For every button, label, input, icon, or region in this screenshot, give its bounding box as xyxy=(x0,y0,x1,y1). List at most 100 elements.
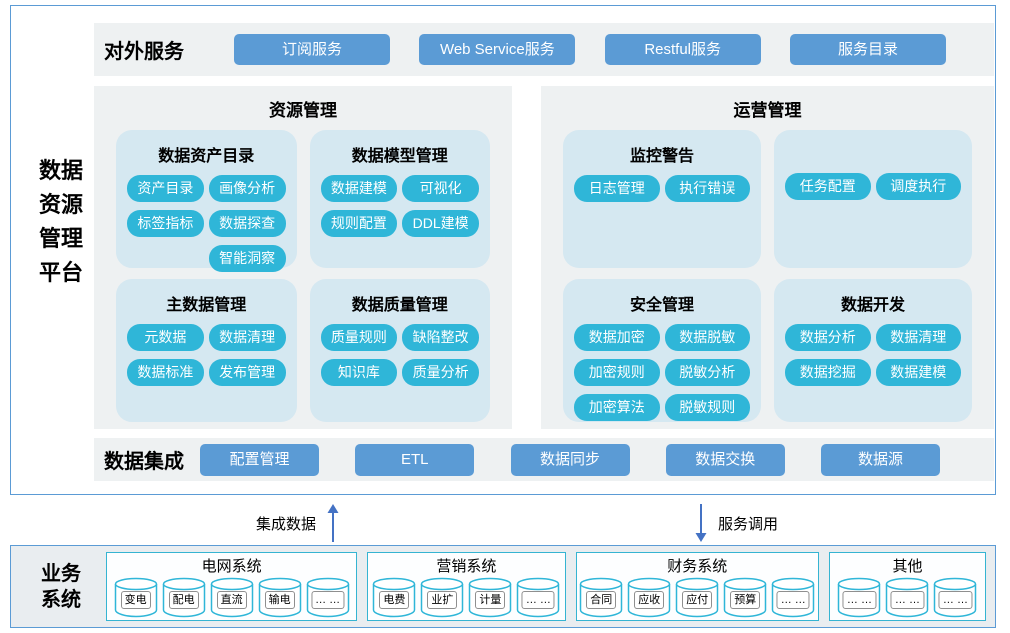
database-label: 应收 xyxy=(634,591,665,609)
flow-service-call: 服务调用 xyxy=(694,503,778,543)
platform-title-line: 平台 xyxy=(38,260,83,285)
box-title xyxy=(782,142,964,164)
box-title: 数据模型管理 xyxy=(351,148,448,165)
main-panels-row: 资源管理 数据资产目录 资产目录 画像分析 标签指标 数据探查 智能洞察 xyxy=(94,86,994,429)
business-label-line: 系统 xyxy=(41,588,81,611)
flow-integrate-data: 集成数据 xyxy=(256,503,340,543)
panel-resource-mgmt: 资源管理 数据资产目录 资产目录 画像分析 标签指标 数据探查 智能洞察 xyxy=(94,86,512,429)
data-integration-label: 数据集成 xyxy=(104,451,184,473)
module-box-monitor-alert: 监控警告 日志管理 执行错误 xyxy=(563,130,761,268)
platform-title-line: 数据 xyxy=(38,158,83,183)
integrate-data-label: 集成数据 xyxy=(256,515,317,533)
system-box-marketing: 营销系统 电费 业扩 计量 … … xyxy=(367,552,566,621)
chip-masking-rules: 脱敏规则 xyxy=(664,394,750,421)
database-label: 直流 xyxy=(216,591,247,609)
database-label: … … xyxy=(890,591,924,609)
box-title: 安全管理 xyxy=(629,297,694,314)
database-cylinder: … … xyxy=(933,577,977,618)
chip-task-config: 任务配置 xyxy=(785,173,871,200)
system-box-power-grid: 电网系统 变电 配电 直流 输电 xyxy=(106,552,358,621)
box-title: 数据资产目录 xyxy=(158,148,255,165)
chip-grid: 数据建模 可视化 规则配置 DDL建模 xyxy=(318,175,483,237)
chip-smart-insight: 智能洞察 xyxy=(208,245,286,272)
chip-masking-analysis: 脱敏分析 xyxy=(664,359,750,386)
database-cylinder: … … xyxy=(837,577,881,618)
database-label: 合同 xyxy=(586,591,617,609)
chip-encryption-rules: 加密规则 xyxy=(574,359,660,386)
database-label: … … xyxy=(776,591,810,609)
chip-encryption-algorithms: 加密算法 xyxy=(574,394,660,421)
chip-data-cleaning: 数据清理 xyxy=(208,324,286,351)
integration-button-etl: ETL xyxy=(355,443,475,476)
chip-grid: 质量规则 缺陷整改 知识库 质量分析 xyxy=(318,324,483,386)
module-box-data-development: 数据开发 数据分析 数据清理 数据挖掘 数据建模 xyxy=(774,279,972,422)
database-cylinder: 应付 xyxy=(675,577,719,618)
chip-visualization: 可视化 xyxy=(402,175,479,202)
module-box-data-asset-catalog: 数据资产目录 资产目录 画像分析 标签指标 数据探查 智能洞察 xyxy=(116,130,297,272)
panel-title-operation-mgmt: 运营管理 xyxy=(733,101,802,120)
database-label: 应付 xyxy=(682,591,713,609)
external-services-band: 对外服务 订阅服务 Web Service服务 Restful服务 服务目录 xyxy=(94,23,994,76)
system-box-other: 其他 … … … … … … xyxy=(828,552,986,621)
database-cylinder: 应收 xyxy=(627,577,671,618)
box-title: 主数据管理 xyxy=(166,297,247,314)
chip-data-exploration: 数据探查 xyxy=(208,210,286,237)
cylinder-row: 变电 配电 直流 输电 … … xyxy=(114,577,350,618)
platform-title-line: 管理 xyxy=(38,226,83,251)
chip-defect-fix: 缺陷整改 xyxy=(402,324,479,351)
business-systems-label: 业务 系统 xyxy=(29,561,93,613)
database-cylinder: 业扩 xyxy=(420,577,464,618)
database-cylinder: 输电 xyxy=(258,577,302,618)
database-label: 配电 xyxy=(168,591,199,609)
platform-content: 对外服务 订阅服务 Web Service服务 Restful服务 服务目录 资… xyxy=(94,23,994,481)
database-cylinder: 直流 xyxy=(210,577,254,618)
module-box-task-scheduling: 任务配置 调度执行 xyxy=(774,130,972,268)
chip-grid: 数据加密 数据脱敏 加密规则 脱敏分析 加密算法 脱敏规则 xyxy=(571,324,753,421)
box-title: 数据开发 xyxy=(840,297,905,314)
chip-grid: 数据分析 数据清理 数据挖掘 数据建模 xyxy=(782,324,964,386)
database-label: 业扩 xyxy=(427,591,458,609)
database-label: 预算 xyxy=(730,591,761,609)
chip-data-standard: 数据标准 xyxy=(127,359,204,386)
chip-ddl-modeling: DDL建模 xyxy=(402,210,479,237)
chip-execution-errors: 执行错误 xyxy=(664,175,750,202)
database-label: … … xyxy=(311,591,345,609)
chip-data-masking: 数据脱敏 xyxy=(664,324,750,351)
chip-rule-config: 规则配置 xyxy=(320,210,398,237)
integration-button-config-mgmt: 配置管理 xyxy=(200,443,319,476)
panel-title-resource-mgmt: 资源管理 xyxy=(269,101,337,120)
chip-data-encryption: 数据加密 xyxy=(574,324,660,351)
platform-title-line: 资源 xyxy=(38,192,83,217)
database-cylinder: 预算 xyxy=(723,577,767,618)
arrow-down-icon xyxy=(695,504,707,542)
chip-data-mining: 数据挖掘 xyxy=(785,359,871,386)
service-button-restful: Restful服务 xyxy=(604,34,761,65)
chip-quality-analysis: 质量分析 xyxy=(402,359,479,386)
data-integration-buttons: 配置管理 ETL 数据同步 数据交换 数据源 xyxy=(200,443,982,476)
chip-asset-catalog: 资产目录 xyxy=(127,175,204,202)
chip-data-cleaning: 数据清理 xyxy=(875,324,961,351)
integration-button-data-sync: 数据同步 xyxy=(510,443,630,476)
module-box-data-quality-mgmt: 数据质量管理 质量规则 缺陷整改 知识库 质量分析 xyxy=(309,279,490,422)
arrow-up-icon xyxy=(327,504,339,542)
database-cylinder: … … xyxy=(516,577,560,618)
external-services-buttons: 订阅服务 Web Service服务 Restful服务 服务目录 xyxy=(234,34,982,65)
chip-quality-rules: 质量规则 xyxy=(320,324,398,351)
cylinder-row: 合同 应收 应付 预算 … … xyxy=(579,577,815,618)
chip-release-mgmt: 发布管理 xyxy=(208,359,286,386)
integration-button-data-source: 数据源 xyxy=(821,443,940,476)
database-label: … … xyxy=(938,591,972,609)
chip-data-modeling: 数据建模 xyxy=(875,359,961,386)
system-title: 电网系统 xyxy=(201,558,262,575)
system-box-finance: 财务系统 合同 应收 应付 预算 xyxy=(575,552,819,621)
business-systems-container: 业务 系统 电网系统 变电 配电 直流 输电 xyxy=(10,545,996,628)
system-title: 其他 xyxy=(892,558,923,575)
database-label: … … xyxy=(842,591,876,609)
chip-data-analysis: 数据分析 xyxy=(785,324,871,351)
database-label: 计量 xyxy=(475,591,506,609)
service-button-catalog: 服务目录 xyxy=(789,34,946,65)
chip-grid: 日志管理 执行错误 xyxy=(571,175,753,202)
module-box-master-data-mgmt: 主数据管理 元数据 数据清理 数据标准 发布管理 xyxy=(116,279,297,422)
chip-schedule-execution: 调度执行 xyxy=(875,173,961,200)
database-label: … … xyxy=(521,591,555,609)
